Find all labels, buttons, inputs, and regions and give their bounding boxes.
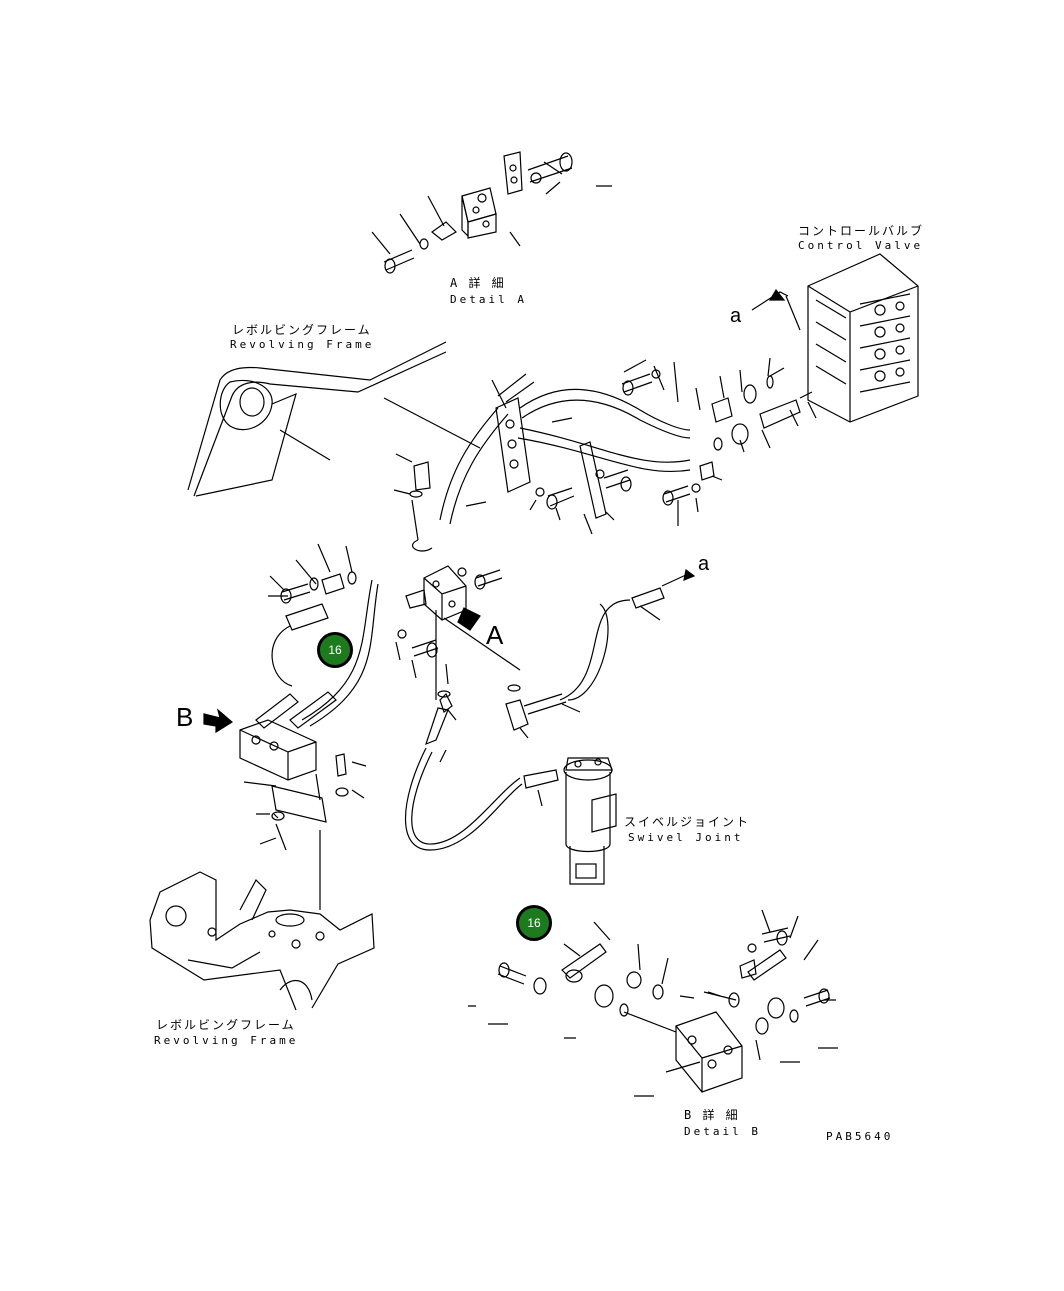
- upper-fittings: [621, 367, 813, 506]
- control-valve-label-en: Control Valve: [798, 239, 924, 252]
- upper-hoses: [383, 373, 691, 525]
- revolving-frame-bottom-label-jp: レボルビングフレーム: [156, 1018, 296, 1032]
- arrow-a-right-label: a: [698, 553, 710, 575]
- swivel-joint: [563, 757, 617, 885]
- lower-hoses: [404, 568, 696, 851]
- left-fittings: [268, 543, 357, 687]
- detail-b-label-jp: B 詳 細: [684, 1108, 740, 1122]
- swivel-joint-label-jp: スイベルジョイント: [624, 815, 751, 829]
- revolving-frame-top-label-en: Revolving Frame: [230, 338, 375, 351]
- revolving-frame-top: [187, 341, 447, 497]
- view-b-label: B: [176, 702, 194, 732]
- revolving-frame-top-label-jp: レボルビングフレーム: [232, 323, 372, 337]
- item-number-badge-left[interactable]: 16: [317, 632, 353, 668]
- detail-b-label-en: Detail B: [684, 1125, 761, 1138]
- block-b: [203, 691, 367, 910]
- center-valve-block: [301, 461, 521, 727]
- view-a-label: A: [486, 620, 504, 650]
- swivel-joint-label-en: Swivel Joint: [628, 831, 744, 844]
- detail-a-assembly: [371, 151, 612, 274]
- detail-b-assembly: [468, 909, 838, 1097]
- control-valve-label-jp: コントロールバルブ: [798, 224, 925, 238]
- detail-a-label-jp: A 詳 細: [450, 276, 506, 290]
- arrow-a-top-label: a: [730, 305, 742, 327]
- mid-brackets: [495, 397, 632, 519]
- control-valve: [751, 253, 919, 423]
- drawing-number: PAB5640: [826, 1130, 894, 1143]
- leader-lines: [393, 357, 817, 807]
- revolving-frame-bottom: [149, 871, 375, 1011]
- item-number-badge-bottom[interactable]: 16: [516, 905, 552, 941]
- detail-a-label-en: Detail A: [450, 293, 527, 306]
- revolving-frame-bottom-label-en: Revolving Frame: [154, 1034, 299, 1047]
